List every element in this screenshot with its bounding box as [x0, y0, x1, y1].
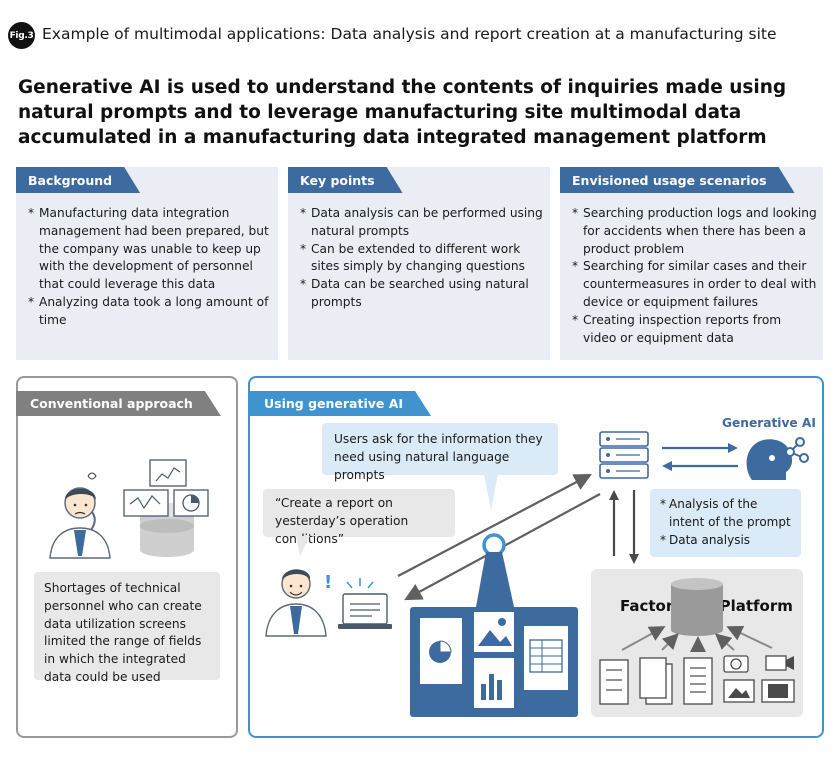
list-item: Can be extended to different work sites … — [300, 241, 544, 277]
usage-scenarios-tab: Envisioned usage scenarios — [560, 167, 795, 193]
intent-analysis-box: Analysis of the intent of the prompt Dat… — [650, 489, 801, 557]
headline: Generative AI is used to understand the … — [18, 77, 787, 148]
key-points-panel: Key points Data analysis can be performe… — [288, 167, 550, 360]
factory-iot-platform-box — [591, 569, 803, 717]
prompt-bubble: “Create a report on yesterday’s operatio… — [263, 489, 455, 546]
key-points-list: Data analysis can be performed using nat… — [300, 205, 544, 312]
conventional-note: Shortages of technical personnel who can… — [34, 572, 220, 684]
background-tab: Background — [16, 167, 140, 193]
list-item: Creating inspection reports from video o… — [572, 312, 817, 348]
factory-iot-platform-title: Factory IoT Platform — [620, 597, 793, 615]
generative-ai-label: Generative AI — [722, 416, 816, 430]
list-item: Searching production logs and looking fo… — [572, 205, 817, 258]
usage-scenarios-panel: Envisioned usage scenarios Searching pro… — [560, 167, 823, 360]
figure-badge: Fig.3 — [8, 22, 35, 49]
report-board — [410, 607, 578, 717]
key-points-tab: Key points — [288, 167, 403, 193]
list-item: Analysis of the intent of the prompt — [660, 495, 791, 531]
list-item: Manufacturing data integration managemen… — [28, 205, 272, 294]
generative-ai-tab: Using generative AI — [248, 391, 431, 416]
list-item: Searching for similar cases and their co… — [572, 258, 817, 311]
figure-caption: Example of multimodal applications: Data… — [42, 25, 777, 43]
background-panel: Background Manufacturing data integratio… — [16, 167, 278, 360]
list-item: Data analysis — [660, 531, 791, 549]
list-item: Data analysis can be performed using nat… — [300, 205, 544, 241]
usage-scenarios-list: Searching production logs and looking fo… — [572, 205, 817, 347]
list-item: Analyzing data took a long amount of tim… — [28, 294, 272, 330]
background-list: Manufacturing data integration managemen… — [28, 205, 272, 330]
conventional-approach-tab: Conventional approach — [16, 391, 221, 416]
user-request-bubble: Users ask for the information they need … — [322, 423, 558, 482]
list-item: Data can be searched using natural promp… — [300, 276, 544, 312]
